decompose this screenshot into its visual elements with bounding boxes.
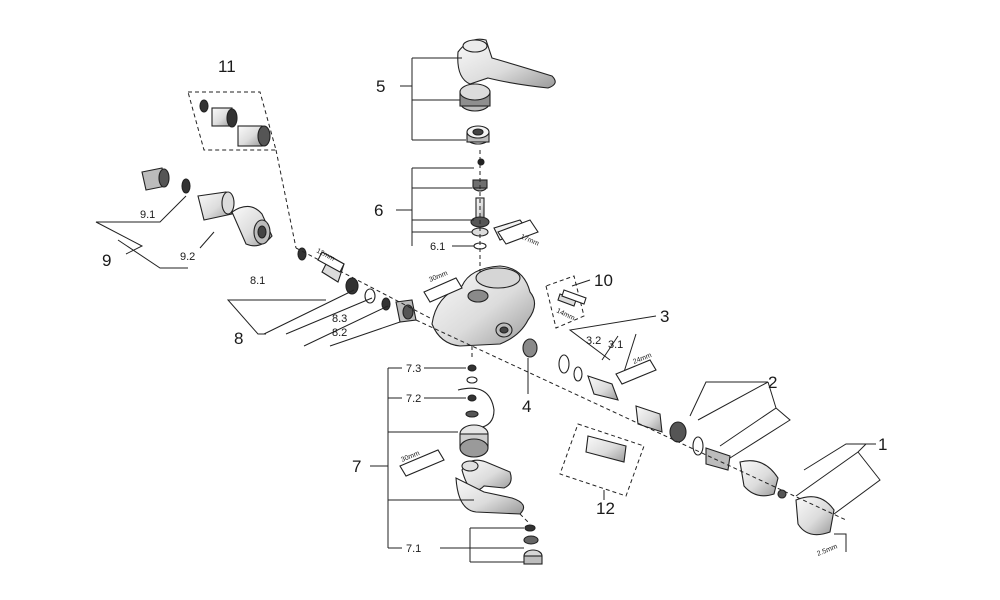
callout-3: 3 [660, 307, 669, 326]
callout-7: 7 [352, 457, 361, 476]
callout-8: 8 [234, 329, 243, 348]
callout-12: 12 [596, 499, 615, 518]
wrench-icon-24mm: 24mm [615, 352, 657, 385]
callout-6: 6 [374, 201, 383, 220]
callout-5: 5 [376, 77, 385, 96]
svg-text:30mm: 30mm [428, 270, 449, 284]
callout-9: 9 [102, 251, 111, 270]
svg-text:14mm: 14mm [555, 308, 576, 323]
wrench-icon-17mm: 17mm [497, 219, 540, 248]
wrench-icon-30mm-bottom: 30mm [399, 449, 445, 477]
left-connection-parts [141, 99, 417, 323]
leader-lines [95, 57, 881, 563]
callout-3-1: 3.1 [608, 339, 623, 351]
svg-text:2.5mm: 2.5mm [816, 543, 839, 558]
callout-1: 1 [878, 435, 887, 454]
callout-8-3: 8.3 [332, 313, 347, 325]
callout-6-1: 6.1 [430, 241, 445, 253]
right-connection-parts [522, 293, 847, 552]
callout-10: 10 [594, 271, 613, 290]
callout-8-2: 8.2 [332, 327, 347, 339]
callout-7-2: 7.2 [406, 393, 421, 405]
callout-9-1: 9.1 [140, 209, 155, 221]
callout-9-2: 9.2 [180, 251, 195, 263]
callout-8-1: 8.1 [250, 275, 265, 287]
valve-body-part [431, 265, 536, 347]
hex-key-icon-2-5mm: 2.5mm [816, 543, 839, 558]
callout-11: 11 [218, 57, 236, 76]
spout-part [455, 364, 543, 565]
callout-7-3: 7.3 [406, 363, 421, 375]
lever-handle-part [457, 38, 556, 145]
callout-labels: 1 2 3 3.1 3.2 4 5 6 6.1 7 7.1 7.2 7.3 8 … [102, 57, 887, 555]
callout-7-1: 7.1 [406, 543, 421, 555]
callout-4: 4 [522, 397, 531, 416]
callout-2: 2 [768, 373, 777, 392]
callout-3-2: 3.2 [586, 335, 601, 347]
